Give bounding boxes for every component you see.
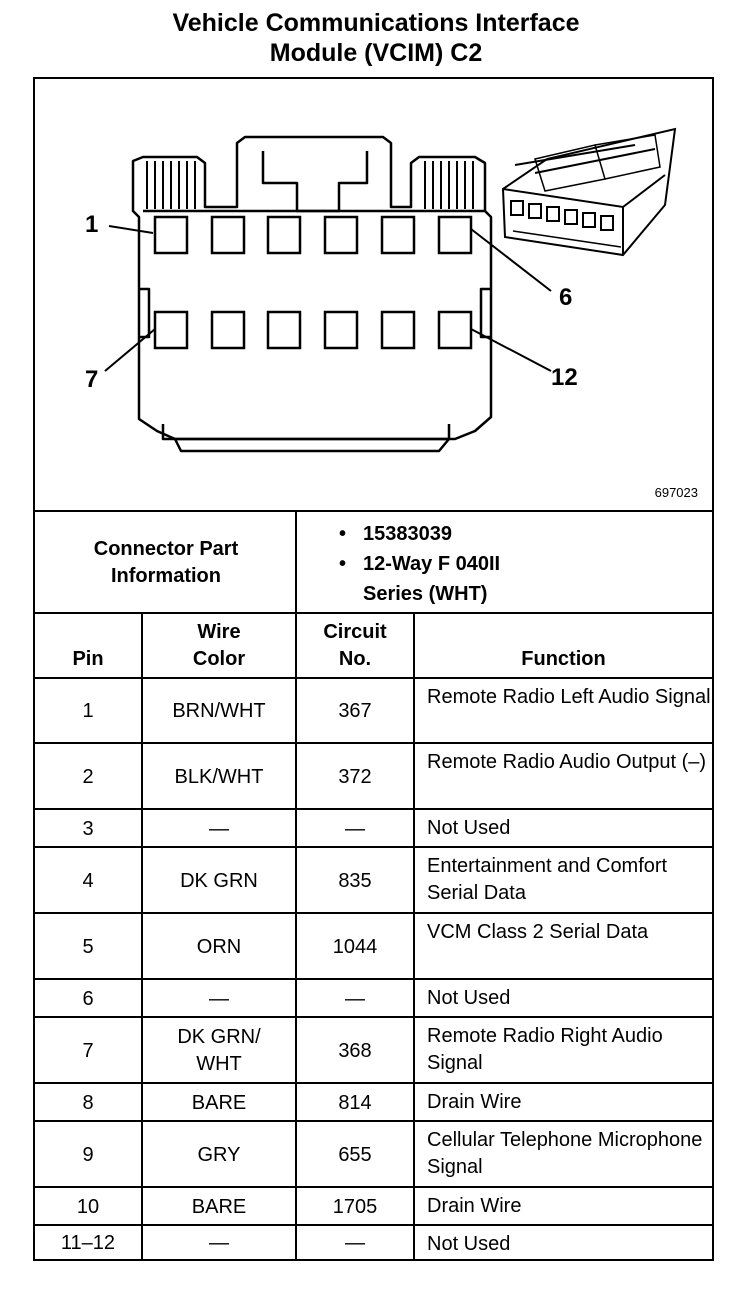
part-number: 15383039 xyxy=(335,519,500,549)
connector-iso-icon xyxy=(501,127,677,257)
pin-cavity-8 xyxy=(210,310,246,350)
wire-color-cell: BARE xyxy=(191,1195,247,1218)
connector-part-label: Connector Part Information xyxy=(35,512,297,614)
row-divider xyxy=(35,742,712,744)
row-divider xyxy=(35,808,712,810)
circuit-cell: 814 xyxy=(338,1091,372,1114)
circuit-cell: — xyxy=(345,1232,365,1254)
function-cell: Not Used xyxy=(427,1233,511,1255)
pin-cell: 6 xyxy=(82,987,94,1010)
column-divider xyxy=(141,614,143,1261)
circuit-cell: 655 xyxy=(338,1143,372,1166)
connector-part-details: 15383039 12-Way F 040II Series (WHT) xyxy=(335,519,500,609)
pin-cell: 4 xyxy=(82,869,94,892)
row-divider xyxy=(35,978,712,980)
function-cell: Remote Radio Left Audio Signal xyxy=(427,686,711,708)
row-divider xyxy=(35,1186,712,1188)
wire-color-cell: — xyxy=(209,1232,229,1254)
pin-cavity-12 xyxy=(437,310,473,350)
function-cell: Cellular Telephone Microphone Signal xyxy=(427,1129,703,1178)
wire-color-cell: — xyxy=(209,987,229,1010)
connector-description-line2: Series (WHT) xyxy=(363,583,488,605)
connector-part-label-line2: Information xyxy=(111,565,221,587)
wire-color-cell: GRY xyxy=(197,1143,241,1166)
pin-cavity-9 xyxy=(266,310,302,350)
function-cell: Entertainment and Comfort Serial Data xyxy=(427,855,668,904)
pin-cell: 11–12 xyxy=(60,1232,116,1254)
pin-cell: 8 xyxy=(82,1091,94,1114)
pin-cavity-2 xyxy=(210,215,246,255)
divider xyxy=(35,510,712,512)
circuit-cell: 367 xyxy=(338,700,372,722)
pin-cavity-7 xyxy=(153,310,189,350)
callout-pin-1: 1 xyxy=(85,211,98,238)
wire-color-cell: BLK/WHT xyxy=(174,765,264,788)
circuit-cell: 1044 xyxy=(332,935,378,958)
circuit-cell: 368 xyxy=(338,1039,372,1062)
function-cell: Drain Wire xyxy=(427,1195,522,1217)
circuit-cell: — xyxy=(345,987,365,1010)
divider xyxy=(35,677,712,679)
pin-cavity-10 xyxy=(323,310,359,350)
pin-cavity-4 xyxy=(323,215,359,255)
callout-pin-6: 6 xyxy=(559,284,572,311)
pin-cell: 2 xyxy=(82,765,94,788)
divider xyxy=(35,612,712,614)
header-function: Function xyxy=(521,648,606,670)
wire-color-cell: DK GRN/ WHT xyxy=(177,1026,261,1075)
pin-cavity-3 xyxy=(266,215,302,255)
row-divider xyxy=(35,846,712,848)
pin-cavity-5 xyxy=(380,215,416,255)
page-title: Vehicle Communications Interface xyxy=(172,9,580,37)
pin-cell: 9 xyxy=(82,1143,94,1166)
circuit-cell: 372 xyxy=(338,765,372,788)
column-divider xyxy=(295,614,297,1261)
function-cell: Not Used xyxy=(427,817,511,839)
pin-cavity-1 xyxy=(153,215,189,255)
pin-cell: 10 xyxy=(76,1195,100,1218)
wire-color-cell: DK GRN xyxy=(180,869,258,892)
wire-color-cell: — xyxy=(209,817,229,840)
function-cell: Not Used xyxy=(427,987,511,1009)
wire-color-cell: BARE xyxy=(191,1091,247,1114)
row-divider xyxy=(35,912,712,914)
function-cell: Drain Wire xyxy=(427,1091,522,1113)
header-pin: Pin xyxy=(72,648,104,670)
divider xyxy=(295,512,297,614)
connector-description-line1: 12-Way F 040II xyxy=(335,549,500,579)
row-divider xyxy=(35,1082,712,1084)
pin-cell: 1 xyxy=(82,700,94,722)
wire-color-cell: BRN/WHT xyxy=(172,700,266,722)
function-cell: VCM Class 2 Serial Data xyxy=(427,921,649,943)
page-subtitle: Module (VCIM) C2 xyxy=(269,39,483,67)
function-cell: Remote Radio Right Audio Signal xyxy=(427,1025,663,1074)
pin-cell: 3 xyxy=(82,817,94,840)
pin-cavity-11 xyxy=(380,310,416,350)
row-divider xyxy=(35,1120,712,1122)
row-divider xyxy=(35,1016,712,1018)
connector-part-label-line1: Connector Part xyxy=(93,538,239,560)
circuit-cell: — xyxy=(345,817,365,840)
figure-number: 697023 xyxy=(654,485,698,500)
connector-latch xyxy=(261,151,369,213)
row-divider xyxy=(35,1224,712,1226)
connector-document: 1 6 7 12 697023 xyxy=(33,77,714,1261)
connector-diagram: 1 6 7 12 xyxy=(85,127,677,453)
circuit-cell: 1705 xyxy=(332,1195,378,1218)
pin-cell: 7 xyxy=(82,1039,94,1062)
callout-pin-7: 7 xyxy=(85,366,98,393)
callout-pin-12: 12 xyxy=(551,364,578,391)
circuit-cell: 835 xyxy=(338,869,372,892)
wire-color-cell: ORN xyxy=(196,935,242,958)
pin-cell: 5 xyxy=(82,935,94,958)
function-cell: Remote Radio Audio Output (–) xyxy=(427,751,707,773)
pin-cavity-6 xyxy=(437,215,473,255)
column-divider xyxy=(413,614,415,1261)
